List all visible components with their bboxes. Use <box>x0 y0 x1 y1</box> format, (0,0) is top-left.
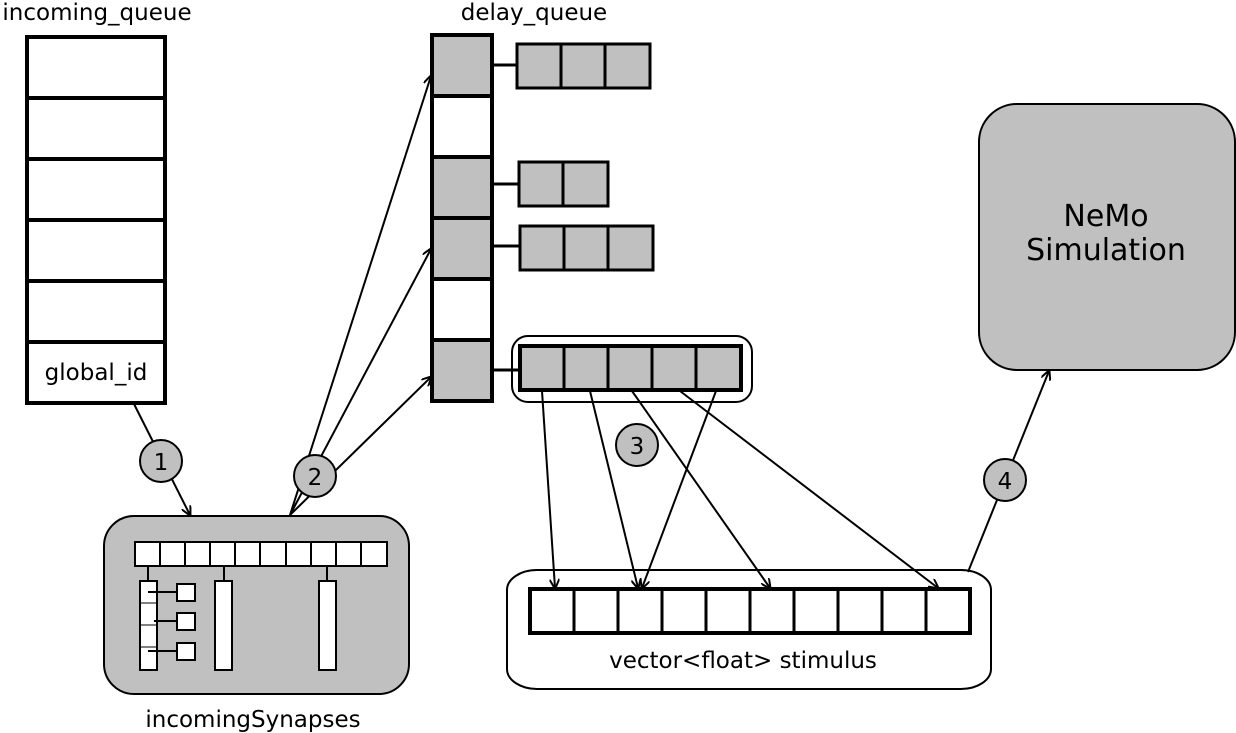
step-4-marker: 4 <box>983 458 1027 502</box>
incoming-synapses-label: incomingSynapses <box>145 707 360 733</box>
delay-bucket-3 <box>492 224 655 272</box>
incoming-queue-label: incoming_queue <box>2 0 191 26</box>
global-id-label: global_id <box>45 360 148 386</box>
step-2-marker: 2 <box>293 454 337 498</box>
step-1-marker: 1 <box>139 439 183 483</box>
step-1-label: 1 <box>154 450 169 476</box>
incoming-queue <box>25 35 167 405</box>
incoming-synapses-box <box>103 515 410 695</box>
stimulus-label: vector<float> stimulus <box>609 648 877 674</box>
step-3-label: 3 <box>630 434 645 460</box>
delay-queue-label: delay_queue <box>461 0 607 26</box>
delay-bucket-1 <box>492 42 652 90</box>
nemo-simulation-box: NeMo Simulation <box>978 103 1236 371</box>
arrows-step-3 <box>541 390 938 588</box>
delay-queue <box>430 33 494 403</box>
delay-bucket-2 <box>492 160 610 208</box>
nemo-label-line2: Simulation <box>1026 233 1186 268</box>
step-2-label: 2 <box>308 465 323 491</box>
arrows-step-2 <box>289 76 431 516</box>
delay-bucket-current <box>492 335 753 403</box>
stimulus-vector <box>506 569 992 690</box>
step-3-marker: 3 <box>615 423 659 467</box>
nemo-label-line1: NeMo <box>1063 199 1148 234</box>
step-4-label: 4 <box>998 469 1013 495</box>
